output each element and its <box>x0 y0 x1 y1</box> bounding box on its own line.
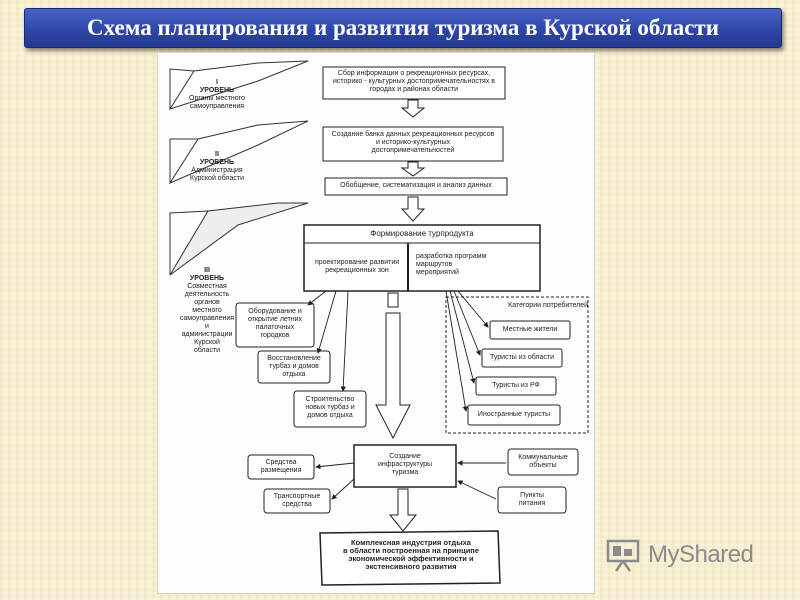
equip-text: Оборудование и открытие летних палаточны… <box>247 308 303 339</box>
product-box <box>303 224 541 292</box>
consumer-4-text: Иностранные туристы <box>477 411 551 418</box>
product-left-text: проектирование развития рекреационных зо… <box>314 259 400 274</box>
level-2-label: II УРОВЕНЬ Администрация Курской области <box>172 151 262 183</box>
food-text: Пункты питания <box>518 492 546 507</box>
consumer-3-text: Туристы из РФ <box>492 382 540 389</box>
scanned-diagram: I УРОВЕНЬ Органы местного самоуправления… <box>157 52 595 594</box>
slide-title: Схема планирования и развития туризма в … <box>24 8 782 48</box>
infra-box <box>353 444 457 488</box>
consumer-2-text: Туристы из области <box>489 354 555 361</box>
bank-box <box>322 126 504 162</box>
consumer-box-2 <box>481 348 563 368</box>
diagram-lines <box>168 60 589 586</box>
result-box <box>319 530 501 586</box>
transport-box <box>263 488 331 514</box>
result-text: Комплексная индустрия отдыха в области п… <box>342 538 480 571</box>
lodging-box <box>247 454 315 480</box>
systematize-box <box>324 177 508 196</box>
presentation-board-icon <box>606 539 640 572</box>
consumer-box-1 <box>489 320 571 340</box>
consumer-1-text: Местные жители <box>502 326 558 333</box>
product-title: Формирование турпродукта <box>370 229 474 238</box>
level-3-desc: Совместная деятельность органов местного… <box>179 283 235 354</box>
consumer-box-4 <box>467 404 561 426</box>
collect-box <box>322 66 506 100</box>
arrow-down-2 <box>400 161 426 177</box>
consumer-box-3 <box>475 376 557 396</box>
infra-text: Создание инфраструктуры туризма <box>377 453 433 476</box>
level-1-name: I УРОВЕНЬ <box>199 79 235 94</box>
arrow-to-infra <box>375 312 411 440</box>
consumers-title: Категории потребителей <box>508 302 588 309</box>
consumers-region <box>445 296 589 434</box>
level-1-swoosh <box>168 60 309 110</box>
communal-text: Коммунальные объекты <box>518 454 568 469</box>
level-3-name: III УРОВЕНЬ <box>189 267 225 282</box>
equip-box <box>235 302 315 348</box>
restore-text: Восстановление турбаз и домов отдыха <box>267 355 321 378</box>
arrow-down-1 <box>400 99 426 118</box>
level-3-swoosh <box>169 202 309 276</box>
communal-box <box>507 448 579 476</box>
level-2-desc: Администрация Курской области <box>190 167 244 182</box>
lodging-text: Средства размещения <box>260 459 302 474</box>
level-1-desc: Органы местного самоуправления <box>189 95 245 110</box>
build-box <box>293 390 367 428</box>
transport-text: Транспортные средства <box>273 493 321 508</box>
level-2-swoosh <box>168 120 309 185</box>
food-box <box>497 486 567 514</box>
build-text: Строительство новых турбаз и домов отдых… <box>305 396 355 419</box>
systematize-text: Обобщение, систематизация и анализ данны… <box>340 182 492 189</box>
level-3-label: III УРОВЕНЬ Совместная деятельность орга… <box>172 267 242 355</box>
level-1-label: I УРОВЕНЬ Органы местного самоуправления <box>172 79 262 111</box>
collect-text: Сбор информации о рекреационных ресурсах… <box>333 70 495 93</box>
bank-text: Создание банка данных рекреационных ресу… <box>331 131 495 154</box>
restore-box <box>257 350 331 384</box>
arrow-down-3 <box>400 196 426 222</box>
product-right-text: разработка программ маршрутов мероприяти… <box>416 253 487 276</box>
arrow-to-result <box>388 488 418 532</box>
logo-text[interactable]: MyShared <box>648 541 754 568</box>
level-2-name: II УРОВЕНЬ <box>199 151 235 166</box>
